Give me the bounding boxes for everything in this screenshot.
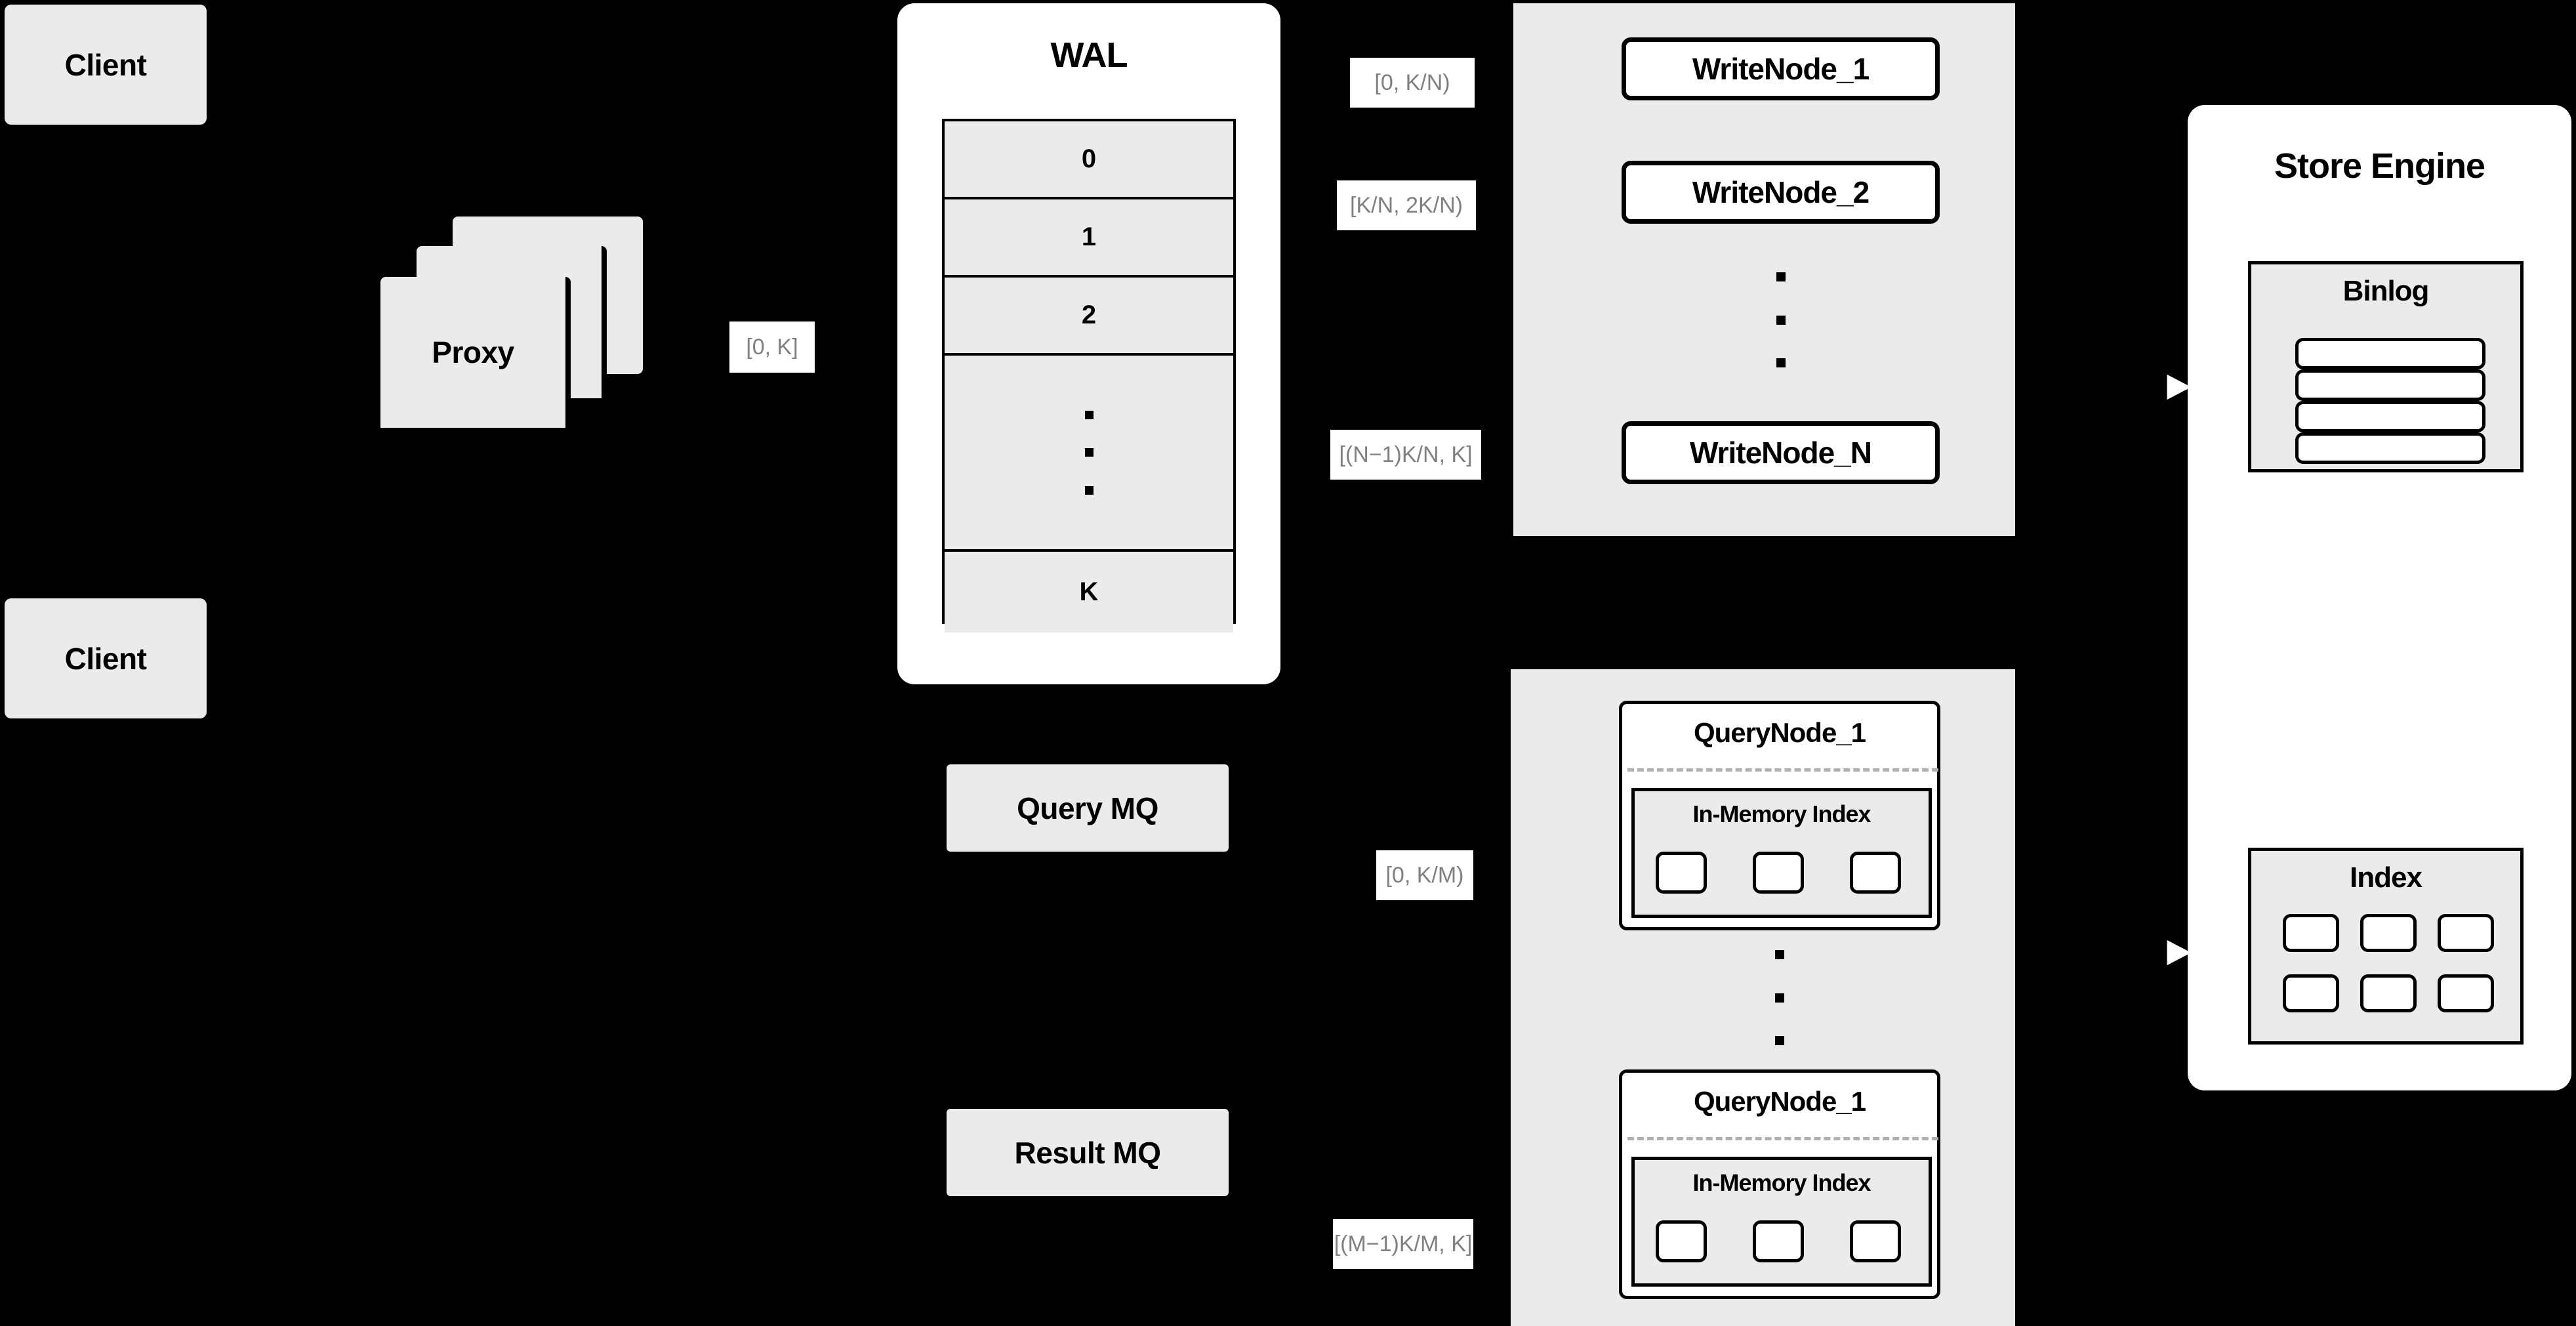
query-node-1-divider xyxy=(1627,768,1938,772)
store-index-cell-1[interactable] xyxy=(2283,914,2339,952)
edge-label-querynode-1: [0, K/M) xyxy=(1376,850,1473,900)
query-node-1-index-cell-3[interactable] xyxy=(1850,852,1901,894)
store-engine-panel: Store Engine Binlog Index xyxy=(2188,105,2571,1090)
client-box-2[interactable]: Client xyxy=(5,598,207,718)
write-node-cluster: WriteNode_1 WriteNode_2 WriteNode_N xyxy=(1513,3,2015,536)
proxy-label: Proxy xyxy=(432,335,514,369)
binlog-title: Binlog xyxy=(2342,275,2430,307)
client-label-2: Client xyxy=(64,641,147,676)
query-node-m[interactable]: QueryNode_1 In-Memory Index xyxy=(1619,1069,1940,1299)
wal-entry-k[interactable]: K xyxy=(945,552,1233,632)
edge-label-writenode-1: [0, K/N) xyxy=(1350,58,1475,108)
query-node-1-index-cell-1[interactable] xyxy=(1656,852,1707,894)
write-node-1[interactable]: WriteNode_1 xyxy=(1622,37,1940,100)
arrow-line-store-binlog xyxy=(2114,384,2165,389)
query-node-m-inmemory-index: In-Memory Index xyxy=(1631,1157,1932,1287)
wal-entry-ellipsis xyxy=(945,356,1233,552)
binlog-row-3[interactable] xyxy=(2295,401,2485,432)
edge-label-querynode-m: [(M−1)K/M, K] xyxy=(1333,1219,1473,1269)
binlog-row-2[interactable] xyxy=(2295,369,2485,401)
wal-entry-0[interactable]: 0 xyxy=(945,121,1233,199)
result-mq-box[interactable]: Result MQ xyxy=(947,1109,1229,1196)
store-index-cell-2[interactable] xyxy=(2360,914,2417,952)
binlog-row-1[interactable] xyxy=(2295,338,2485,369)
store-index-cell-3[interactable] xyxy=(2438,914,2494,952)
query-mq-label: Query MQ xyxy=(1017,791,1158,825)
wal-panel: WAL 0 1 2 K xyxy=(897,3,1280,684)
query-node-m-index-cell-2[interactable] xyxy=(1753,1220,1804,1262)
binlog-row-4[interactable] xyxy=(2295,432,2485,464)
store-index-cell-4[interactable] xyxy=(2283,974,2339,1012)
query-node-1-title: QueryNode_1 xyxy=(1693,717,1866,748)
wal-entry-1[interactable]: 1 xyxy=(945,199,1233,278)
query-node-m-title: QueryNode_1 xyxy=(1693,1086,1866,1117)
proxy-stack[interactable]: Proxy xyxy=(380,217,676,433)
binlog-panel: Binlog xyxy=(2248,261,2524,472)
client-label-1: Client xyxy=(64,47,147,82)
store-index-panel: Index xyxy=(2248,848,2524,1045)
edge-label-writenode-n: [(N−1)K/N, K] xyxy=(1330,430,1481,480)
query-node-1-index-cell-2[interactable] xyxy=(1753,852,1804,894)
store-index-title: Index xyxy=(2350,861,2423,894)
query-mq-box[interactable]: Query MQ xyxy=(947,764,1229,852)
edge-label-writenode-2: [K/N, 2K/N) xyxy=(1337,180,1476,230)
query-node-m-index-title: In-Memory Index xyxy=(1692,1169,1871,1196)
query-node-cluster: QueryNode_1 In-Memory Index QueryNode_1 … xyxy=(1511,669,2015,1326)
query-node-1-inmemory-index: In-Memory Index xyxy=(1631,788,1932,918)
arrow-line-store-index xyxy=(2114,950,2165,955)
wal-ellipsis-icon xyxy=(1084,410,1094,495)
client-box-1[interactable]: Client xyxy=(5,5,207,125)
arrow-head-store-binlog xyxy=(2162,368,2199,406)
arrow-head-store-index xyxy=(2162,934,2199,972)
wal-entry-list: 0 1 2 K xyxy=(942,119,1236,632)
query-cluster-ellipsis-icon xyxy=(1771,950,1788,1045)
query-node-1-index-title: In-Memory Index xyxy=(1692,800,1871,827)
write-cluster-ellipsis-icon xyxy=(1772,272,1789,367)
write-node-n[interactable]: WriteNode_N xyxy=(1622,421,1940,484)
wal-title: WAL xyxy=(1050,35,1128,75)
query-node-m-index-cell-1[interactable] xyxy=(1656,1220,1707,1262)
query-node-m-divider xyxy=(1627,1137,1938,1140)
store-engine-title: Store Engine xyxy=(2274,146,2485,186)
result-mq-label: Result MQ xyxy=(1014,1135,1161,1170)
wal-entry-2[interactable]: 2 xyxy=(945,278,1233,356)
query-node-1[interactable]: QueryNode_1 In-Memory Index xyxy=(1619,701,1940,930)
store-index-cell-6[interactable] xyxy=(2438,974,2494,1012)
edge-label-proxy-to-wal: [0, K] xyxy=(729,321,815,373)
store-index-cell-5[interactable] xyxy=(2360,974,2417,1012)
write-node-2[interactable]: WriteNode_2 xyxy=(1622,161,1940,224)
proxy-card-front[interactable]: Proxy xyxy=(380,277,571,433)
query-node-m-index-cell-3[interactable] xyxy=(1850,1220,1901,1262)
